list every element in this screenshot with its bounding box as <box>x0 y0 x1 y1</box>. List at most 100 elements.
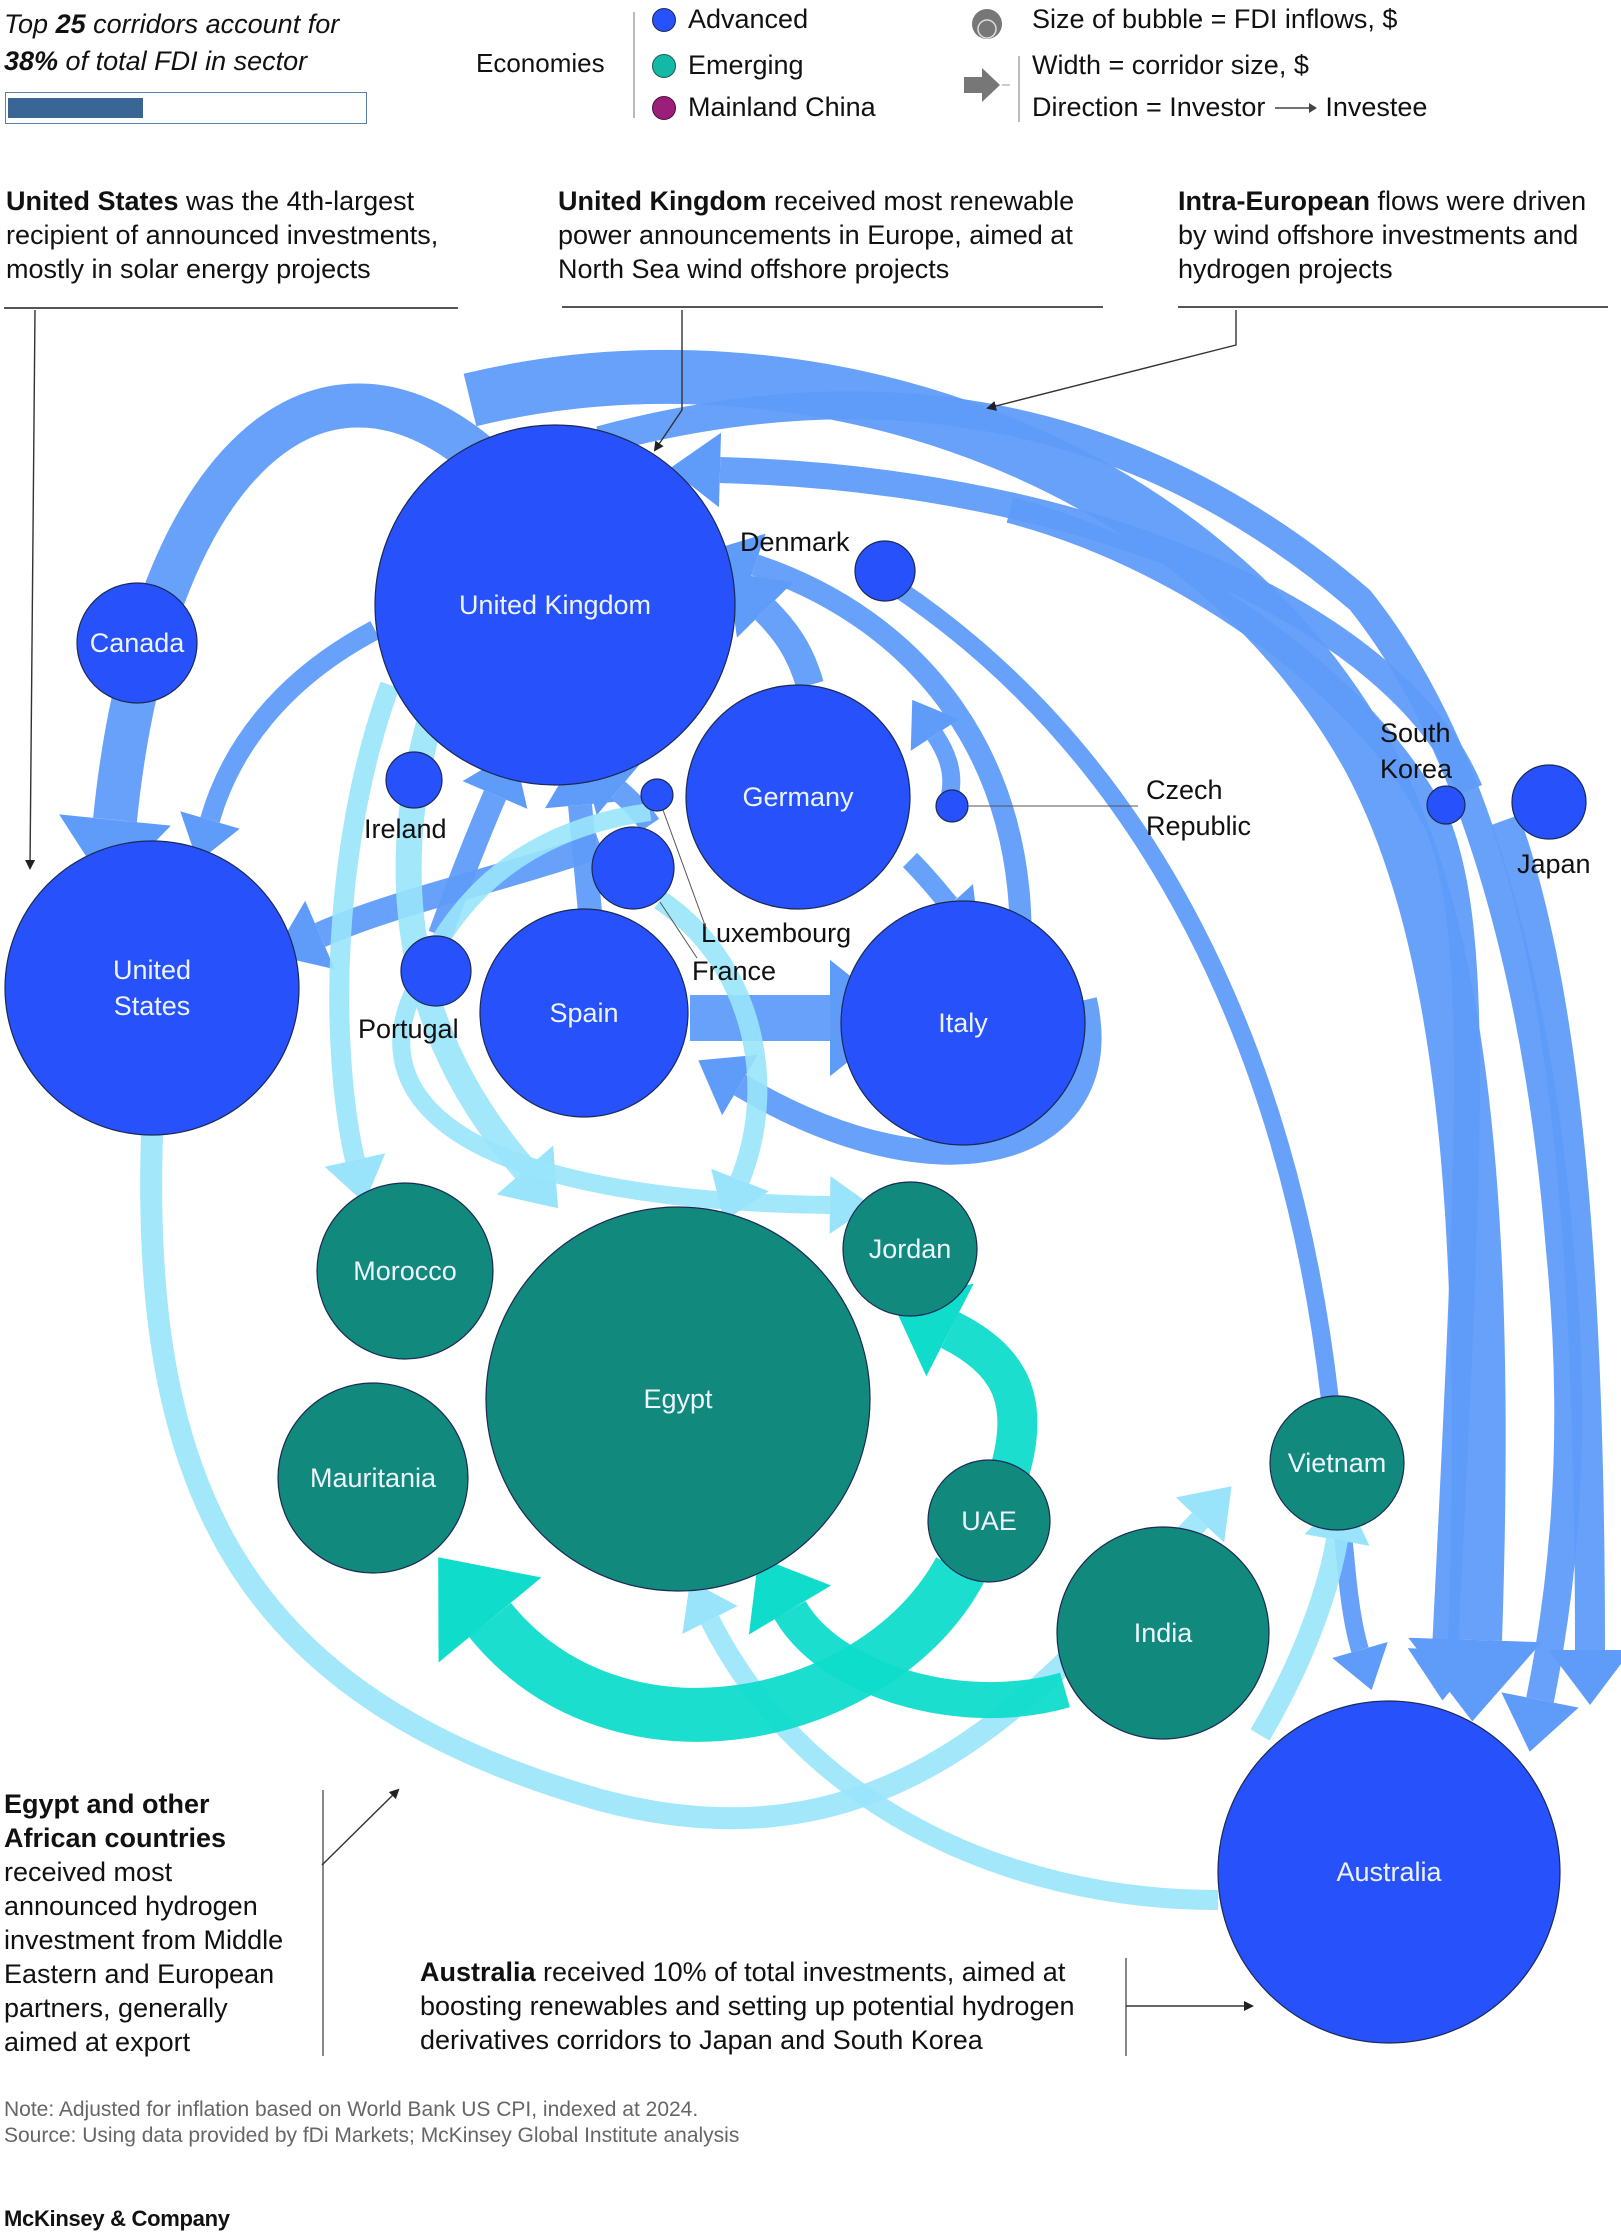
corridor-arrowhead <box>438 1557 542 1663</box>
corridor-arrowhead <box>727 572 794 638</box>
annotation-divider <box>322 1790 324 2056</box>
brand-logo: McKinsey & Company <box>4 2206 230 2231</box>
annotation-bold: United Kingdom <box>558 186 767 216</box>
bubble-label-uae: UAE <box>961 1506 1017 1536</box>
bubble-vietnam <box>1269 1395 1405 1531</box>
annotation-intra-european: Intra-European flows were driven by wind… <box>1178 184 1618 286</box>
leader-us <box>25 309 36 870</box>
annotation-australia: Australia received 10% of total investme… <box>420 1955 1120 2057</box>
bubble-label-vietnam: Vietnam <box>1288 1448 1387 1478</box>
annotation-text: received most renewable power announceme… <box>558 186 1075 284</box>
bubble-label-australia: Australia <box>1336 1857 1442 1887</box>
bubble-denmark <box>854 540 916 602</box>
legend-direction-text: Investee <box>1325 92 1428 122</box>
bubble-label-luxembourg: Luxembourg <box>701 918 851 948</box>
corridor-flow <box>654 891 768 1184</box>
legend-divider <box>1018 56 1020 122</box>
bubble-japan <box>1511 764 1587 840</box>
corridor-flow <box>392 803 831 1214</box>
leader-intra <box>986 310 1237 411</box>
annotation-egypt: Egypt and other African countries receiv… <box>4 1787 304 2059</box>
footnote-source: Source: Using data provided by fDi Marke… <box>4 2124 740 2147</box>
bubble-label-mauritania: Mauritania <box>310 1463 437 1493</box>
corridor-flow <box>329 681 400 1163</box>
bubble-label-jordan: Jordan <box>869 1234 952 1264</box>
headline-text: Top <box>4 9 56 39</box>
emerging-dot-icon <box>652 53 676 78</box>
corridor-arrowhead <box>1407 1648 1483 1701</box>
corridor-arrowhead <box>682 1580 738 1634</box>
legend-divider <box>633 12 635 118</box>
corridor-flow <box>733 997 1102 1165</box>
share-progress-fill <box>8 98 144 118</box>
advanced-dot-icon <box>652 7 676 32</box>
bubble-size-icon <box>972 9 1002 39</box>
annotation-rule <box>562 306 1103 308</box>
annotation-bold: Australia <box>420 1957 536 1987</box>
annotation-united-states: United States was the 4th-largest recipi… <box>6 184 466 286</box>
bubble-us <box>4 840 300 1136</box>
legend-size-text: Size of bubble = FDI inflows, $ <box>1032 4 1398 34</box>
arrow-right-icon <box>1275 102 1318 113</box>
annotation-rule <box>4 307 458 309</box>
bubble-label-portugal: Portugal <box>358 1014 459 1044</box>
legend-label: Advanced <box>688 4 809 34</box>
bubble-germany <box>685 684 911 910</box>
legend-direction: Direction = Investor Investee <box>1032 92 1427 123</box>
corridor-flow <box>1006 497 1480 1651</box>
annotation-united-kingdom: United Kingdom received most renewable p… <box>558 184 1118 286</box>
corridor-flow <box>940 1312 1038 1476</box>
headline-text: of total FDI in sector <box>58 46 308 76</box>
bubble-spain <box>479 908 689 1118</box>
annotation-text: was the 4th-largest recipient of announc… <box>6 186 439 284</box>
bubble-label-ireland: Ireland <box>364 814 447 844</box>
bubble-label-denmark: Denmark <box>740 527 850 557</box>
corridor-arrowhead <box>711 1168 769 1221</box>
headline-count: 25 <box>55 9 86 39</box>
corridor-flow <box>755 600 824 690</box>
bubble-czech <box>935 789 969 823</box>
bubble-label-spain: Spain <box>549 998 618 1028</box>
bubble-label-canada: Canada <box>90 628 186 658</box>
china-dot-icon <box>652 95 676 120</box>
legend-item-mainland-china: Mainland China <box>652 92 876 123</box>
bubble-france <box>591 826 675 910</box>
leader-egypt <box>321 1788 400 1866</box>
legend-economies-label: Economies <box>476 48 605 78</box>
annotation-divider <box>1125 1958 1127 2056</box>
corridor-arrowhead <box>669 432 722 508</box>
corridor-flow <box>894 582 1369 1653</box>
bubble-label-uk: United Kingdom <box>459 590 651 620</box>
bubble-mauritania <box>277 1382 469 1574</box>
legend-label: Mainland China <box>688 92 876 122</box>
corridor-arrowhead <box>698 1054 758 1116</box>
bubble-label-morocco: Morocco <box>353 1256 457 1286</box>
leader-luxembourg <box>662 809 707 929</box>
share-progress-bar <box>5 92 367 124</box>
legend-label: Emerging <box>688 50 804 80</box>
bubble-uae <box>927 1459 1051 1583</box>
headline-text: corridors account for <box>85 9 340 39</box>
annotation-bold: Intra-European <box>1178 186 1371 216</box>
bubble-jordan <box>842 1181 978 1317</box>
bubble-uk <box>374 424 736 786</box>
corridor-arrowhead <box>324 1153 386 1203</box>
bubble-morocco <box>316 1182 494 1360</box>
annotation-rule <box>1178 306 1608 308</box>
legend-direction-text: Direction = Investor <box>1032 92 1266 122</box>
corridor-flow <box>774 1600 1070 1719</box>
corridor-flow <box>927 730 961 797</box>
annotation-bold: United States <box>6 186 179 216</box>
corridor-arrowhead <box>748 1557 832 1635</box>
corridor-arrowhead <box>1175 1486 1232 1543</box>
annotation-bold: Egypt and other African countries <box>4 1789 227 1853</box>
bubble-label-india: India <box>1134 1618 1194 1648</box>
annotation-text: received 10% of total investments, aimed… <box>420 1957 1075 2055</box>
bubble-label-italy: Italy <box>938 1008 988 1038</box>
corridor-flow <box>1490 814 1605 1651</box>
corridor-flow <box>469 1556 984 1742</box>
